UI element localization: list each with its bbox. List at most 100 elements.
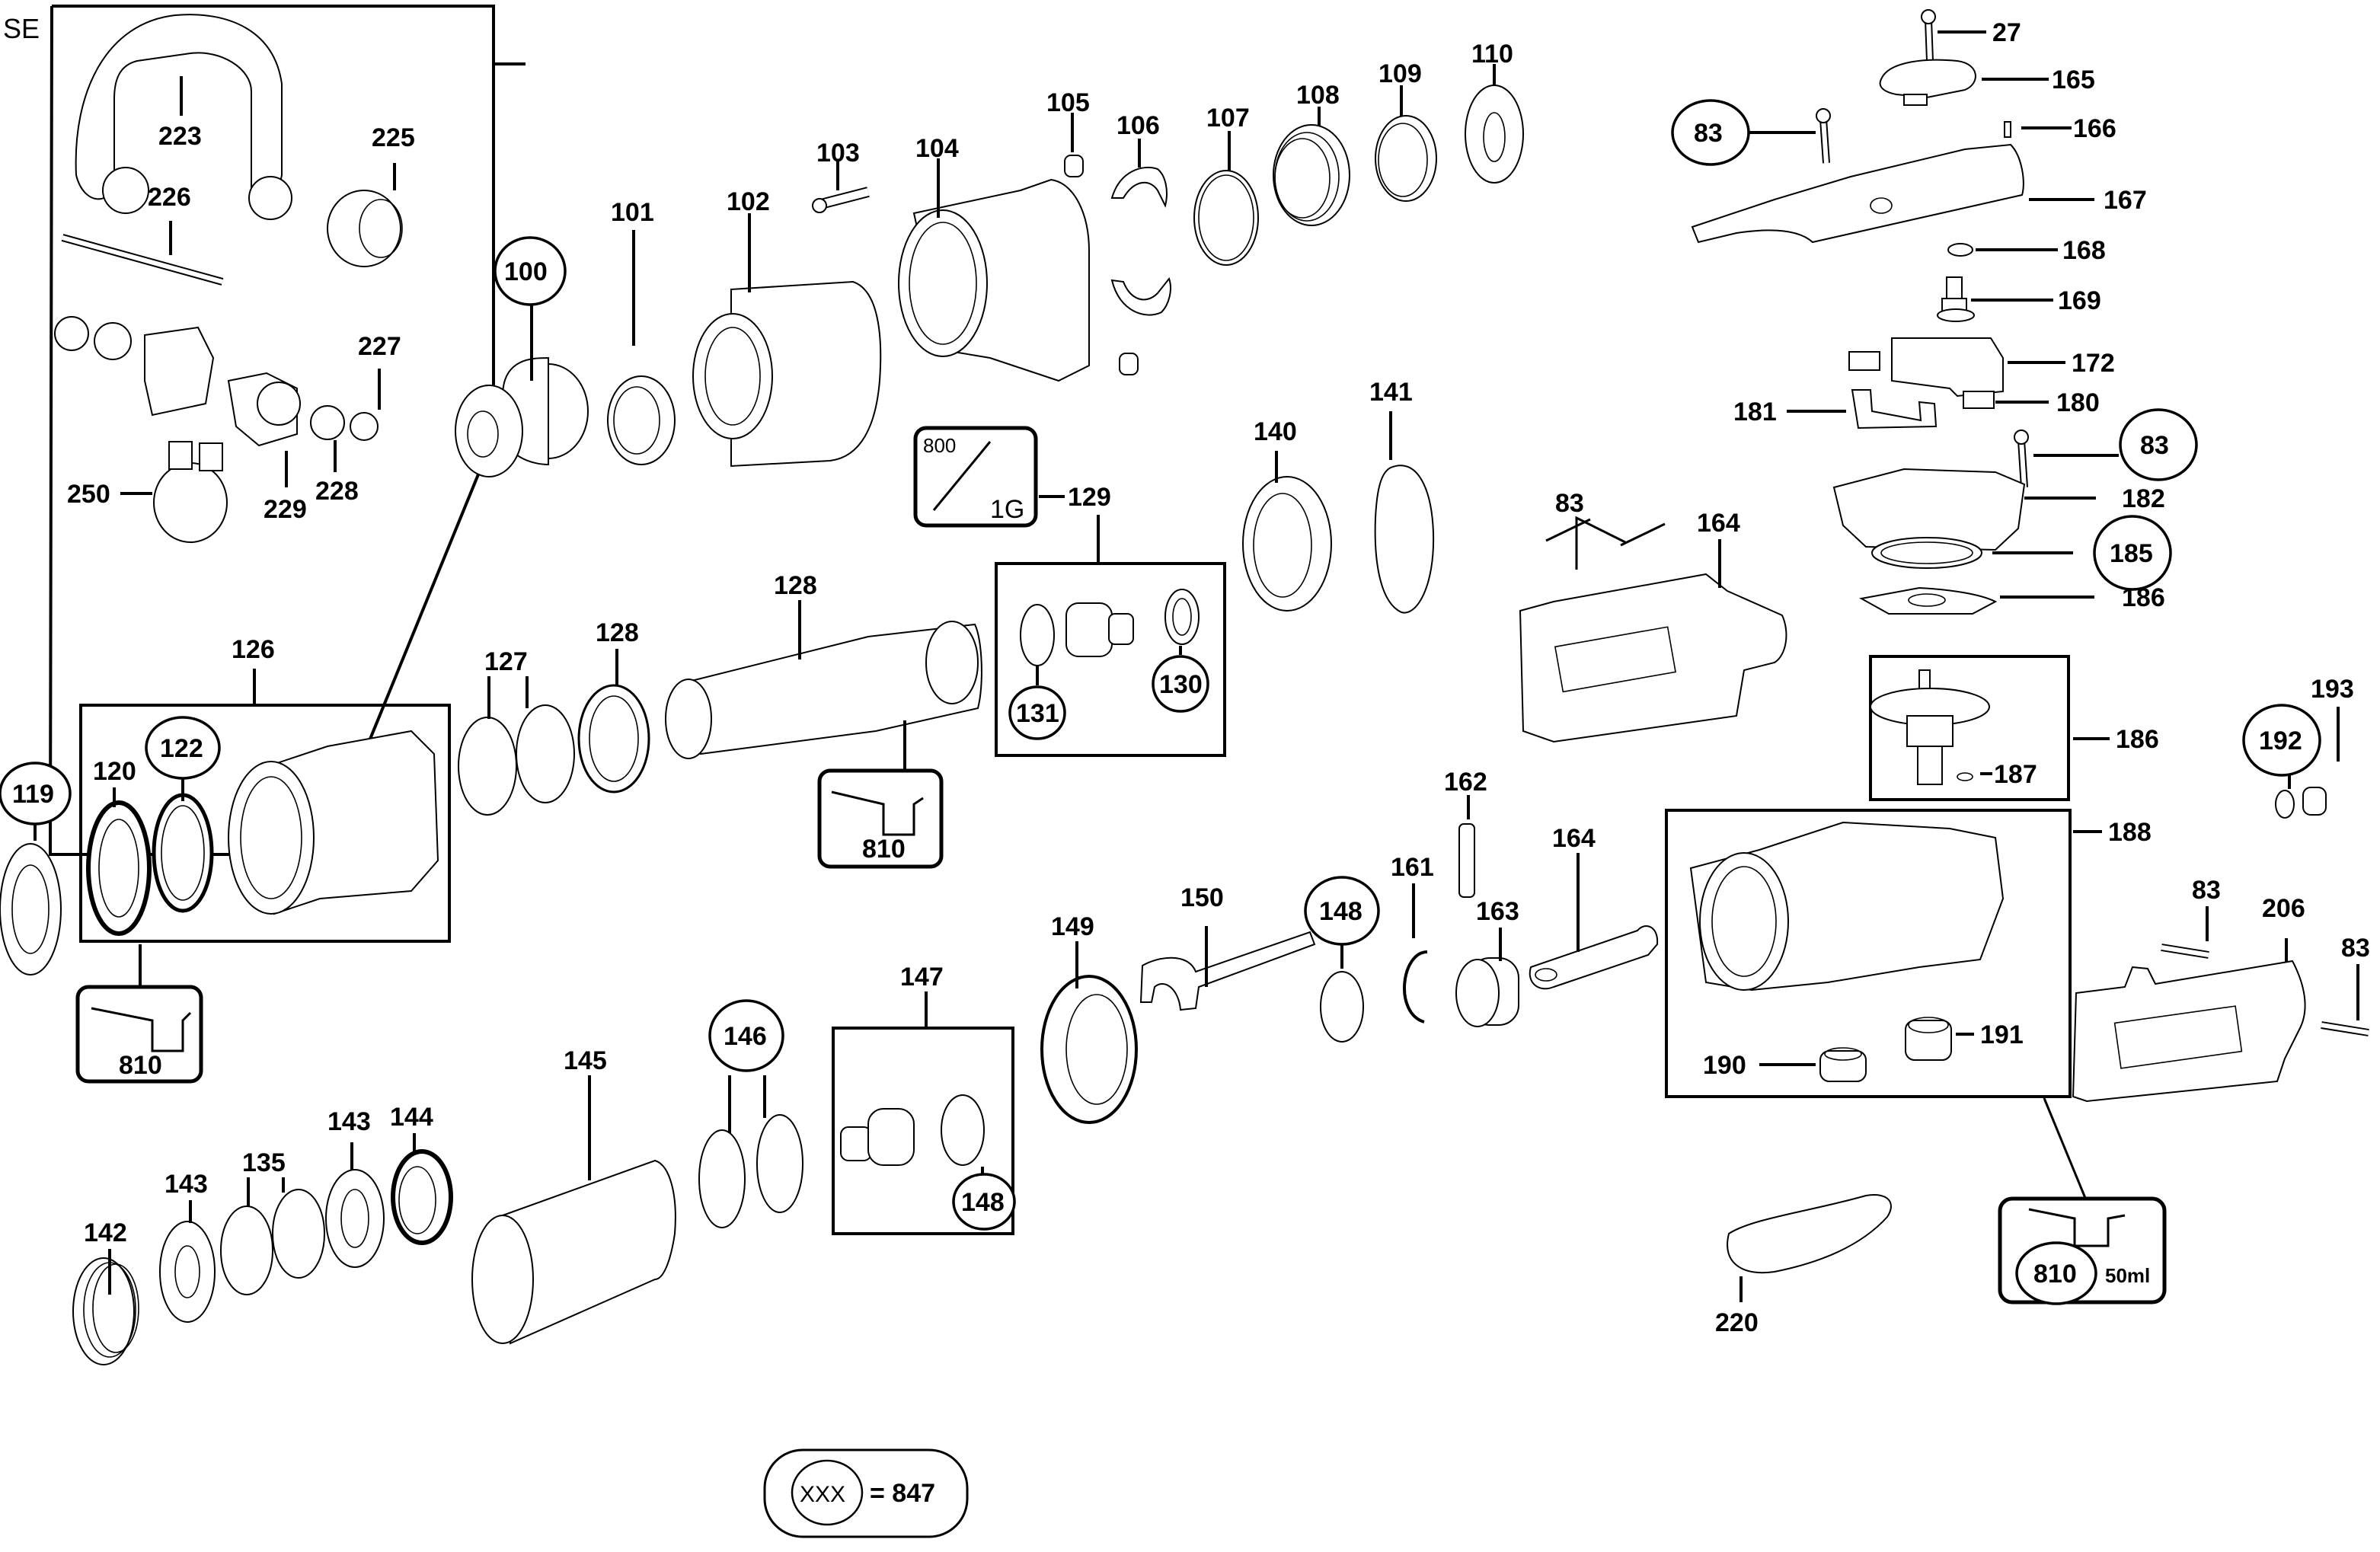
part-label-109[interactable]: 109 bbox=[1378, 59, 1422, 88]
part-label-162[interactable]: 162 bbox=[1444, 768, 1487, 797]
part-label-182[interactable]: 181 bbox=[1733, 398, 1777, 426]
oil-can-icon-c bbox=[2028, 1208, 2126, 1247]
part-label-142[interactable]: 142 bbox=[84, 1218, 127, 1247]
part-label-147[interactable]: 147 bbox=[900, 963, 944, 992]
part-label-180[interactable]: 172 bbox=[2072, 349, 2115, 378]
part-label-228[interactable]: 229 bbox=[264, 495, 307, 524]
part-label-225[interactable]: 226 bbox=[148, 183, 191, 212]
part-label-83b[interactable]: 83 bbox=[2140, 431, 2169, 460]
part-label-190[interactable]: 190 bbox=[1703, 1051, 1746, 1080]
part-label-193[interactable]: 193 bbox=[2311, 675, 2354, 704]
part-label-105[interactable]: 105 bbox=[1046, 88, 1090, 117]
part-label-150[interactable]: 150 bbox=[1180, 883, 1224, 912]
part-label-104[interactable]: 104 bbox=[915, 134, 959, 163]
part-label-188[interactable]: 188 bbox=[2108, 818, 2152, 847]
oil-code-810-a: 810 bbox=[119, 1051, 162, 1080]
part-label-103[interactable]: 103 bbox=[816, 139, 860, 168]
part-label-83e[interactable]: 83 bbox=[2341, 934, 2370, 963]
part-label-148b[interactable]: 148 bbox=[961, 1188, 1005, 1217]
part-label-191[interactable]: 191 bbox=[1980, 1020, 2024, 1049]
part-141-snap-ring bbox=[1374, 465, 1435, 614]
part-label-167[interactable]: 166 bbox=[2073, 114, 2116, 143]
part-label-126[interactable]: 127 bbox=[484, 647, 528, 676]
part-label-163[interactable]: 163 bbox=[1476, 897, 1519, 926]
oil-can-icon-a bbox=[91, 1007, 192, 1052]
part-label-172[interactable]: 169 bbox=[2058, 286, 2101, 315]
part-label-102[interactable]: 102 bbox=[727, 187, 770, 216]
part-label-83a[interactable]: 83 bbox=[1694, 119, 1723, 148]
part-83-screw-b bbox=[2014, 430, 2029, 488]
part-label-129[interactable]: 129 bbox=[1068, 483, 1111, 512]
part-label-192[interactable]: 192 bbox=[2259, 727, 2302, 755]
part-135-ring-a bbox=[220, 1206, 273, 1295]
part-label-229[interactable]: 250 bbox=[67, 480, 110, 509]
part-label-143a[interactable]: 143 bbox=[165, 1170, 208, 1199]
part-131-ring bbox=[1020, 604, 1055, 666]
part-label-186[interactable]: 186 bbox=[2116, 725, 2159, 754]
part-120-inner bbox=[98, 819, 139, 918]
part-label-101[interactable]: 101 bbox=[611, 198, 654, 227]
callout-circle-131 bbox=[1008, 685, 1066, 740]
part-label-123[interactable]: 126 bbox=[232, 635, 275, 664]
part-label-145[interactable]: 145 bbox=[564, 1046, 607, 1075]
part-label-149[interactable]: 149 bbox=[1051, 912, 1094, 941]
callout-circle-192 bbox=[2242, 704, 2321, 777]
part-label-135[interactable]: 135 bbox=[242, 1148, 286, 1177]
part-185-hole bbox=[1908, 593, 1946, 607]
part-label-168[interactable]: 167 bbox=[2104, 186, 2147, 215]
part-label-83c[interactable]: 83 bbox=[1555, 489, 1584, 518]
part-206-belt bbox=[1727, 1194, 1892, 1274]
part-label-164[interactable]: 164 bbox=[1552, 824, 1596, 853]
part-label-183[interactable]: 182 bbox=[2122, 484, 2165, 513]
part-label-119[interactable]: 119 bbox=[12, 780, 54, 809]
part-label-220[interactable]: 223 bbox=[158, 122, 202, 151]
callout-circle-148a bbox=[1304, 876, 1380, 946]
part-label-165[interactable]: 164 bbox=[1697, 509, 1740, 538]
part-label-148a[interactable]: 148 bbox=[1319, 897, 1363, 926]
part-label-100[interactable]: 100 bbox=[504, 257, 548, 286]
part-107-ring bbox=[1193, 170, 1259, 266]
part-144-inner bbox=[398, 1166, 436, 1234]
part-182-clip bbox=[1851, 389, 1938, 430]
part-label-107[interactable]: 107 bbox=[1206, 104, 1250, 133]
kit-186-box bbox=[1869, 655, 2070, 801]
part-label-108[interactable]: 108 bbox=[1296, 81, 1340, 110]
part-label-110[interactable]: 110 bbox=[1471, 40, 1513, 69]
part-label-206[interactable]: 220 bbox=[1715, 1308, 1759, 1337]
part-label-122[interactable]: 122 bbox=[160, 734, 203, 763]
part-label-131[interactable]: 131 bbox=[1016, 699, 1059, 728]
part-label-223[interactable]: 225 bbox=[372, 123, 415, 152]
part-label-128[interactable]: 128 bbox=[774, 571, 817, 600]
part-label-141[interactable]: 141 bbox=[1369, 378, 1413, 407]
part-label-146[interactable]: 146 bbox=[724, 1022, 767, 1051]
part-label-187[interactable]: 187 bbox=[1994, 760, 2037, 789]
callout-circle-122 bbox=[145, 716, 221, 780]
part-label-226[interactable]: 227 bbox=[358, 332, 401, 361]
part-label-127[interactable]: 128 bbox=[596, 618, 639, 647]
part-label-144[interactable]: 144 bbox=[390, 1103, 433, 1132]
part-label-130[interactable]: 130 bbox=[1159, 670, 1203, 699]
leader-188-oil bbox=[2043, 1097, 2088, 1202]
part-label-185[interactable]: 186 bbox=[2122, 583, 2165, 612]
part-101 bbox=[607, 375, 676, 465]
part-label-227[interactable]: 228 bbox=[315, 477, 359, 506]
part-label-27[interactable]: 27 bbox=[1992, 18, 2021, 47]
part-label-161[interactable]: 161 bbox=[1391, 853, 1434, 882]
part-label-143b[interactable]: 143 bbox=[327, 1107, 371, 1136]
part-label-140[interactable]: 140 bbox=[1254, 417, 1297, 446]
part-label-166[interactable]: 165 bbox=[2052, 65, 2095, 94]
callout-circle-810c bbox=[2015, 1241, 2097, 1305]
part-label-83d[interactable]: 83 bbox=[2192, 876, 2221, 905]
leader-83c bbox=[1575, 516, 1626, 570]
callout-circle-119 bbox=[0, 762, 72, 825]
part-label-181[interactable]: 180 bbox=[2056, 388, 2100, 417]
part-148-ring bbox=[1320, 971, 1364, 1043]
part-126-washer-a bbox=[458, 717, 517, 816]
part-122-inner bbox=[161, 805, 205, 901]
part-143-hole-b bbox=[340, 1189, 369, 1248]
part-label-106[interactable]: 106 bbox=[1117, 111, 1160, 140]
part-label-169[interactable]: 168 bbox=[2062, 236, 2106, 265]
part-label-120[interactable]: 120 bbox=[93, 757, 136, 786]
part-label-201[interactable]: 206 bbox=[2262, 894, 2305, 923]
part-label-184[interactable]: 185 bbox=[2110, 539, 2153, 568]
